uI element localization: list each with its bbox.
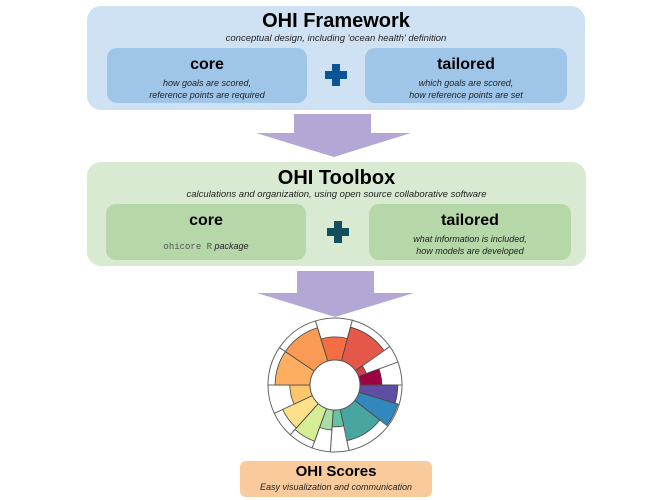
plus-icon	[325, 64, 347, 86]
framework-panel: OHI Framework conceptual design, includi…	[87, 6, 585, 110]
toolbox-title: OHI Toolbox	[277, 167, 396, 189]
down-arrow-icon	[257, 271, 414, 317]
framework-core-box: core how goals are scored, reference poi…	[107, 48, 307, 103]
framework-tailored-box: tailored which goals are scored, how ref…	[365, 48, 567, 103]
toolbox-core-suffix: package	[212, 241, 249, 251]
scores-subtitle: Easy visualization and communication	[259, 482, 413, 492]
toolbox-subtitle: calculations and organization, using ope…	[186, 189, 487, 200]
toolbox-tailored-line1: what information is included,	[413, 234, 527, 244]
toolbox-tailored-line2: how models are developed	[416, 246, 524, 256]
framework-core-line2: reference points are required	[149, 90, 265, 100]
flower-plot	[267, 317, 403, 453]
framework-title: OHI Framework	[262, 10, 410, 32]
framework-tailored-line1: which goals are scored,	[418, 78, 514, 88]
framework-tailored-line2: how reference points are set	[409, 90, 523, 100]
toolbox-tailored-box: tailored what information is included, h…	[369, 204, 571, 260]
toolbox-core-box: core ohicore R package	[106, 204, 306, 260]
toolbox-panel: OHI Toolbox calculations and organizatio…	[87, 162, 586, 266]
scores-box: OHI Scores Easy visualization and commun…	[240, 461, 432, 497]
framework-subtitle: conceptual design, including 'ocean heal…	[225, 33, 447, 44]
framework-tailored-title: tailored	[437, 56, 495, 73]
plus-icon	[327, 221, 349, 243]
framework-core-line1: how goals are scored,	[162, 78, 252, 88]
down-arrow-icon	[256, 114, 411, 157]
scores-title: OHI Scores	[295, 463, 377, 480]
framework-core-title: core	[190, 56, 224, 73]
toolbox-tailored-title: tailored	[441, 212, 499, 229]
toolbox-core-code: ohicore R	[163, 242, 213, 252]
toolbox-core-title: core	[189, 212, 223, 229]
flower-center	[309, 359, 361, 411]
